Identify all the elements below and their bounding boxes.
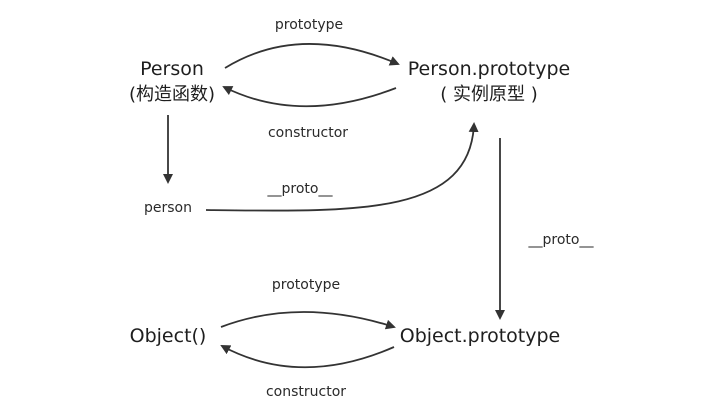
node-person-name: Person [140,58,204,80]
node-person-prototype-name: Person.prototype [407,58,571,80]
edge-label-object-constructor: constructor [265,384,347,400]
arrow-instance-proto-to-prototype [205,122,479,212]
node-person-prototype-subtitle: ( 实例原型 ) [440,84,538,105]
arrow-object-prototype-to-object-constructor [220,345,395,369]
edge-label-prototype-proto: __proto__ [528,232,594,248]
edge-label-instance-proto: __proto__ [267,181,333,197]
arrow-person-to-prototype [224,43,400,69]
edge-label-object-prototype: prototype [271,277,341,293]
node-person-instance-name: person [144,200,192,216]
node-person-subtitle: (构造函数) [128,84,216,105]
edge-label-person-constructor: constructor [267,125,349,141]
node-object-constructor-name: Object() [129,325,207,347]
node-object-prototype-name: Object.prototype [399,325,561,347]
edge-label-person-prototype: prototype [274,17,344,33]
arrow-object-to-object-prototype [220,311,396,330]
arrow-prototype-to-person-constructor [222,86,397,108]
